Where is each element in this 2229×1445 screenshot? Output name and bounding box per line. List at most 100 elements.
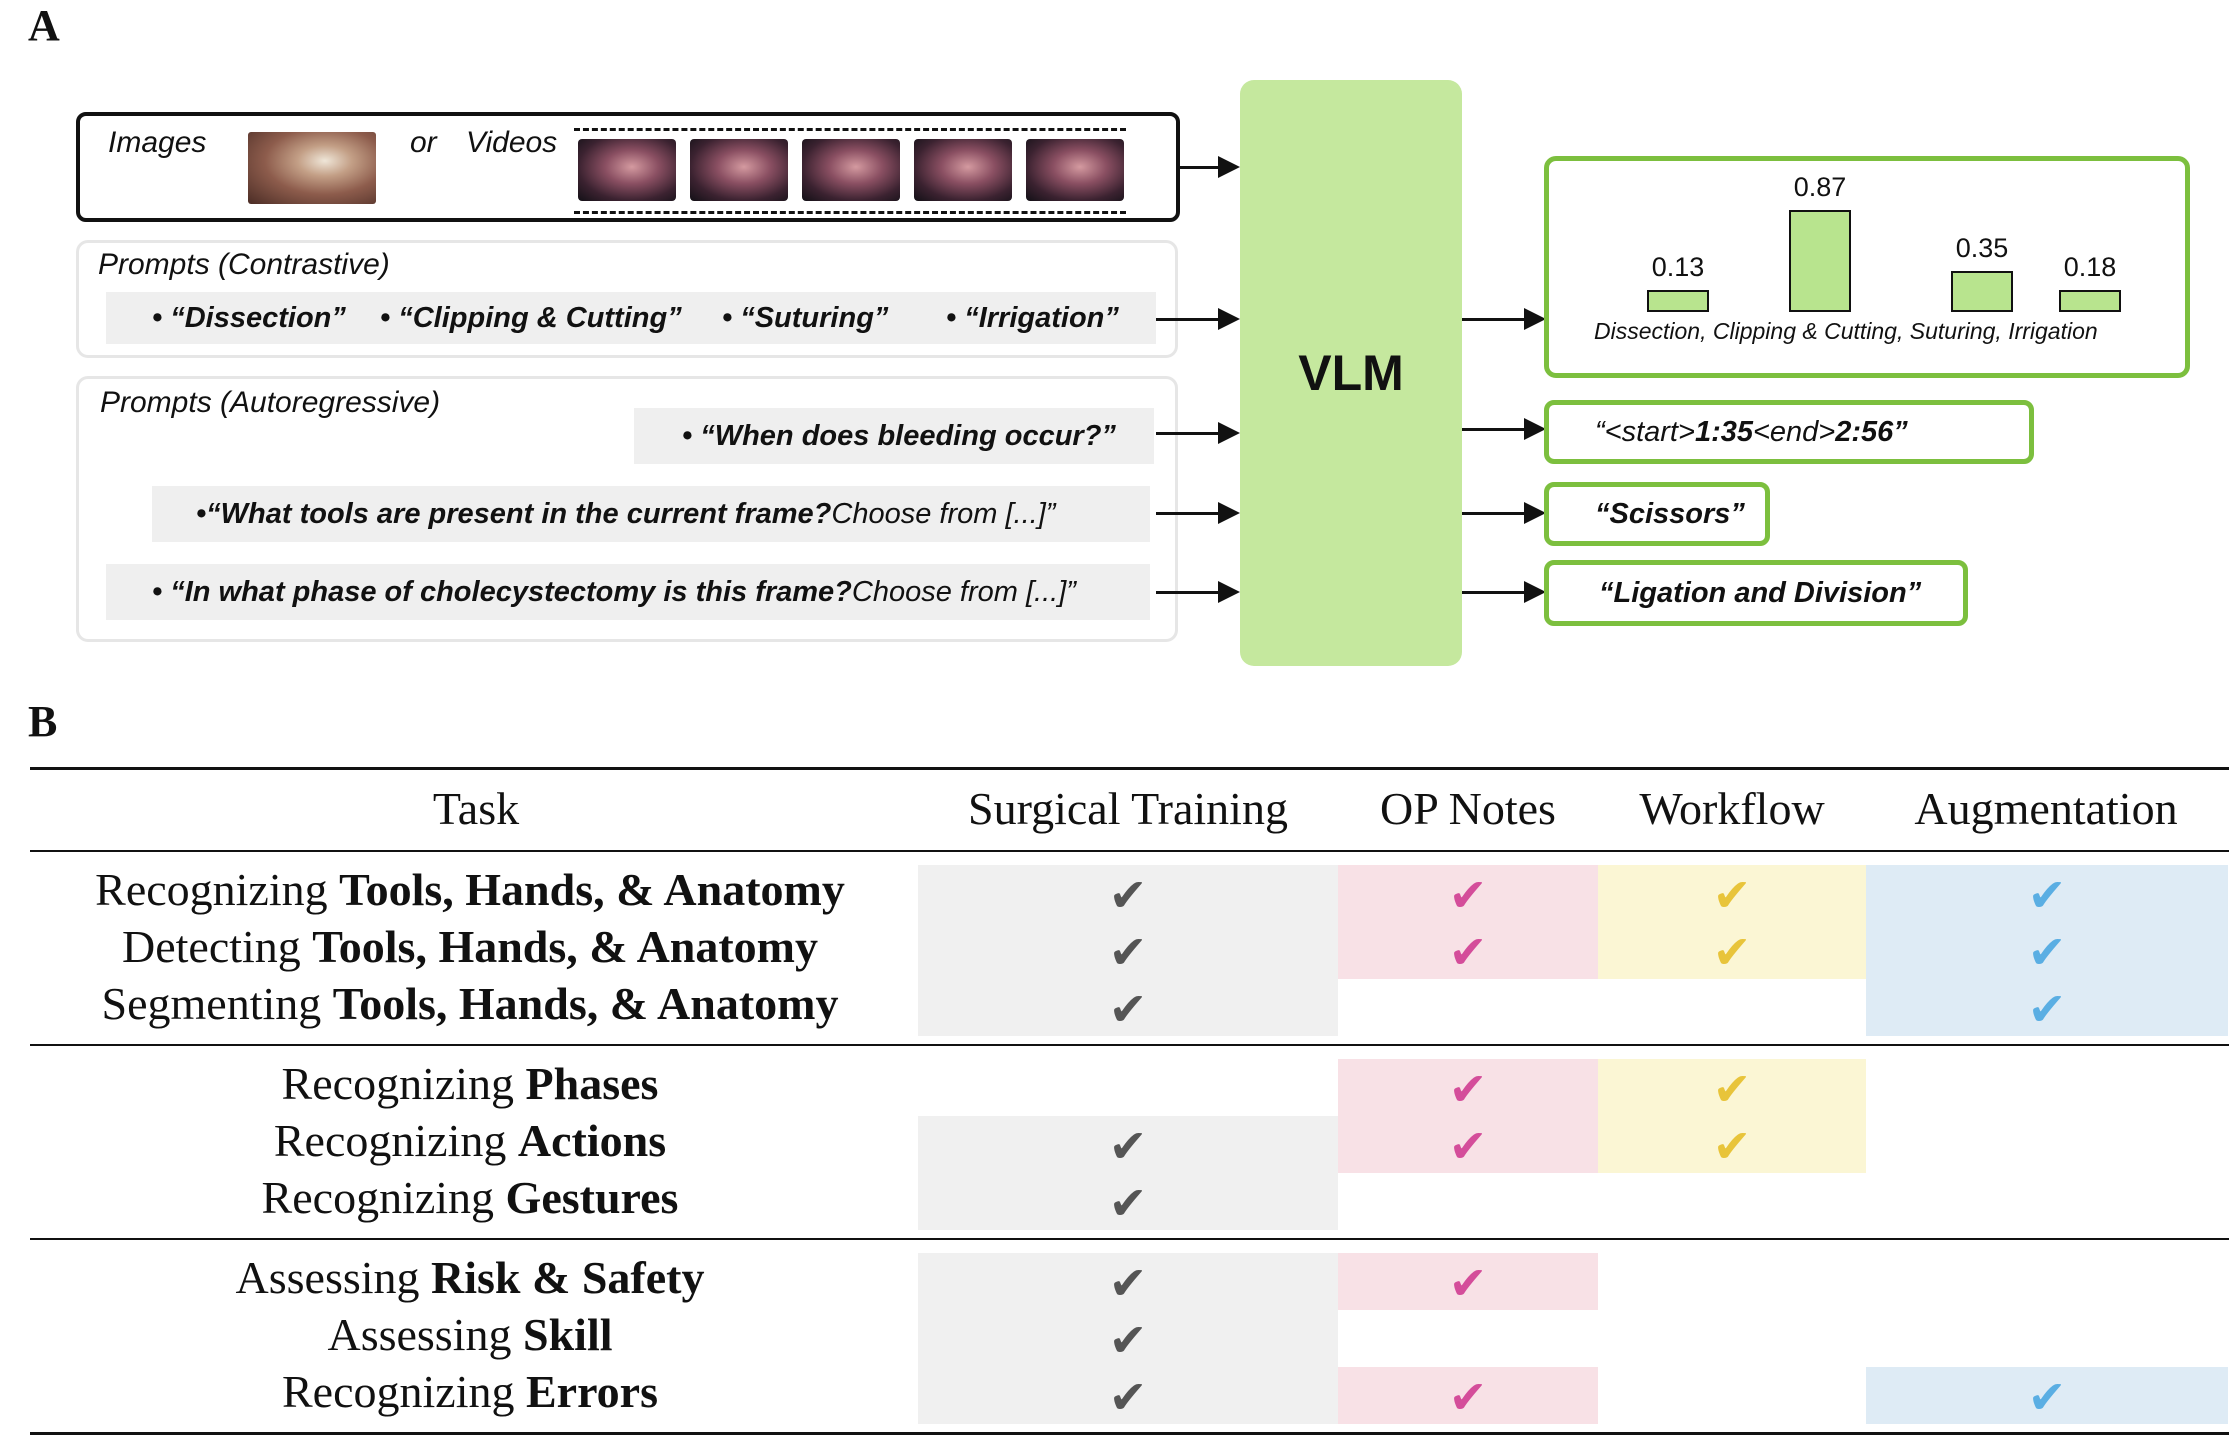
- cell-bg-training: [918, 1116, 1338, 1173]
- row-label-emphasis: Tools, Hands, & Anatomy: [332, 978, 839, 1029]
- check-icon: ✔: [1712, 925, 1752, 979]
- bar-value-label: 0.35: [1955, 233, 2009, 263]
- contrastive-output-box: [1544, 156, 2190, 378]
- check-icon: ✔: [1108, 982, 1148, 1036]
- check-icon: ✔: [2027, 925, 2067, 979]
- row-label-emphasis: Phases: [525, 1058, 659, 1109]
- table-row-label: Assessing Risk & Safety: [20, 1249, 920, 1306]
- vlm-label: VLM: [1298, 345, 1404, 401]
- header-task: Task: [432, 783, 520, 834]
- arrow-out-3: [1462, 581, 1546, 603]
- contrastive-prompt-bar: • “Dissection” • “Clipping & Cutting” • …: [106, 292, 1156, 344]
- prompt-phase: • “In what phase of cholecystectomy is t…: [106, 564, 1150, 620]
- table-row-label: Segmenting Tools, Hands, & Anatomy: [20, 975, 920, 1032]
- prompt-dissection: • “Dissection”: [152, 301, 346, 334]
- arrow-input: [1180, 156, 1240, 178]
- videos-label: Videos: [466, 126, 558, 159]
- check-icon: ✔: [1108, 1370, 1148, 1424]
- arrow-contrastive: [1156, 308, 1240, 330]
- row-label-prefix: Recognizing: [281, 1366, 526, 1417]
- contrastive-title: Prompts (Contrastive): [98, 248, 390, 281]
- check-icon: ✔: [1108, 868, 1148, 922]
- answer-timestamps: “<start> 1:35 <end> 2:56”: [1544, 400, 2034, 464]
- cell-bg-notes: [1338, 1059, 1598, 1116]
- row-label-emphasis: Tools, Hands, & Anatomy: [312, 921, 819, 972]
- check-icon: ✔: [1108, 1313, 1148, 1367]
- header-surgical-training: Surgical Training: [968, 783, 1288, 834]
- cell-bg-notes: [1338, 1116, 1598, 1173]
- group-rule-1: [30, 1044, 2229, 1046]
- row-label-prefix: Detecting: [121, 921, 313, 972]
- check-icon: ✔: [1108, 1256, 1148, 1310]
- table-top-rule: [30, 767, 2229, 770]
- prompt-suturing: • “Suturing”: [722, 301, 889, 334]
- table-row-label: Recognizing Errors: [20, 1363, 920, 1420]
- video-filmstrip: [574, 128, 1126, 214]
- row-label-emphasis: Actions: [517, 1115, 667, 1166]
- prompt-bleeding: • “When does bleeding occur?”: [634, 408, 1154, 464]
- bar-suturing: [1951, 271, 2013, 312]
- arrow-out-1: [1462, 418, 1546, 440]
- cell-bg-training: [918, 979, 1338, 1036]
- cell-bg-training: [918, 1173, 1338, 1230]
- check-icon: ✔: [1108, 925, 1148, 979]
- row-label-prefix: Recognizing: [273, 1115, 518, 1166]
- cell-bg-notes: [1338, 1367, 1598, 1424]
- bar-value-label: 0.18: [2063, 252, 2117, 282]
- bar-clipping-cutting: [1789, 210, 1851, 312]
- autoregressive-prompts-box: [76, 376, 1178, 642]
- cell-bg-notes: [1338, 922, 1598, 979]
- or-label: or: [410, 126, 437, 159]
- row-label-prefix: Recognizing: [95, 864, 340, 915]
- video-frame: [1026, 139, 1124, 201]
- panel-b-letter: B: [28, 697, 58, 746]
- check-icon: ✔: [1712, 1119, 1752, 1173]
- answer-phase: “Ligation and Division”: [1544, 560, 1968, 626]
- header-workflow: Workflow: [1639, 783, 1825, 834]
- row-label-prefix: Assessing: [235, 1252, 432, 1303]
- cell-bg-aug: [1866, 922, 2228, 979]
- row-label-prefix: Recognizing: [281, 1058, 526, 1109]
- row-label-emphasis: Gestures: [505, 1172, 679, 1223]
- input-box: [76, 112, 1180, 222]
- check-icon: ✔: [2027, 868, 2067, 922]
- cell-bg-notes: [1338, 865, 1598, 922]
- cell-bg-training: [918, 1367, 1338, 1424]
- bar-value-label: 0.87: [1793, 172, 1847, 202]
- check-icon: ✔: [1448, 1256, 1488, 1310]
- check-icon: ✔: [1712, 868, 1752, 922]
- group-rule-2: [30, 1238, 2229, 1240]
- video-frame: [802, 139, 900, 201]
- row-label-prefix: Segmenting: [101, 978, 333, 1029]
- cell-bg-notes: [1338, 1253, 1598, 1310]
- images-label: Images: [108, 126, 207, 159]
- cell-bg-training: [918, 922, 1338, 979]
- check-icon: ✔: [1448, 1370, 1488, 1424]
- check-icon: ✔: [1448, 1119, 1488, 1173]
- row-label-prefix: Assessing: [327, 1309, 523, 1360]
- contrastive-prompts-box: [76, 240, 1178, 358]
- cell-bg-aug: [1866, 865, 2228, 922]
- cell-bg-workflow: [1598, 865, 1866, 922]
- cell-bg-aug: [1866, 979, 2228, 1036]
- video-frame: [690, 139, 788, 201]
- check-icon: ✔: [2027, 1370, 2067, 1424]
- panel-a-letter: A: [28, 1, 60, 50]
- arrow-out-bars: [1462, 308, 1546, 330]
- table-bottom-rule: [30, 1432, 2229, 1435]
- row-label-prefix: Recognizing: [261, 1172, 506, 1223]
- prompt-irrigation: • “Irrigation”: [946, 301, 1119, 334]
- arrow-out-2: [1462, 502, 1546, 524]
- table-row-label: Detecting Tools, Hands, & Anatomy: [20, 918, 920, 975]
- arrow-q2: [1156, 502, 1240, 524]
- table-row-label: Recognizing Gestures: [20, 1169, 920, 1226]
- row-label-emphasis: Skill: [523, 1309, 613, 1360]
- cell-bg-training: [918, 1253, 1338, 1310]
- cell-bg-workflow: [1598, 1059, 1866, 1116]
- vlm-block: VLM: [1240, 80, 1462, 666]
- check-icon: ✔: [1712, 1062, 1752, 1116]
- cell-bg-workflow: [1598, 1116, 1866, 1173]
- autoregressive-title: Prompts (Autoregressive): [100, 386, 441, 419]
- video-frame: [914, 139, 1012, 201]
